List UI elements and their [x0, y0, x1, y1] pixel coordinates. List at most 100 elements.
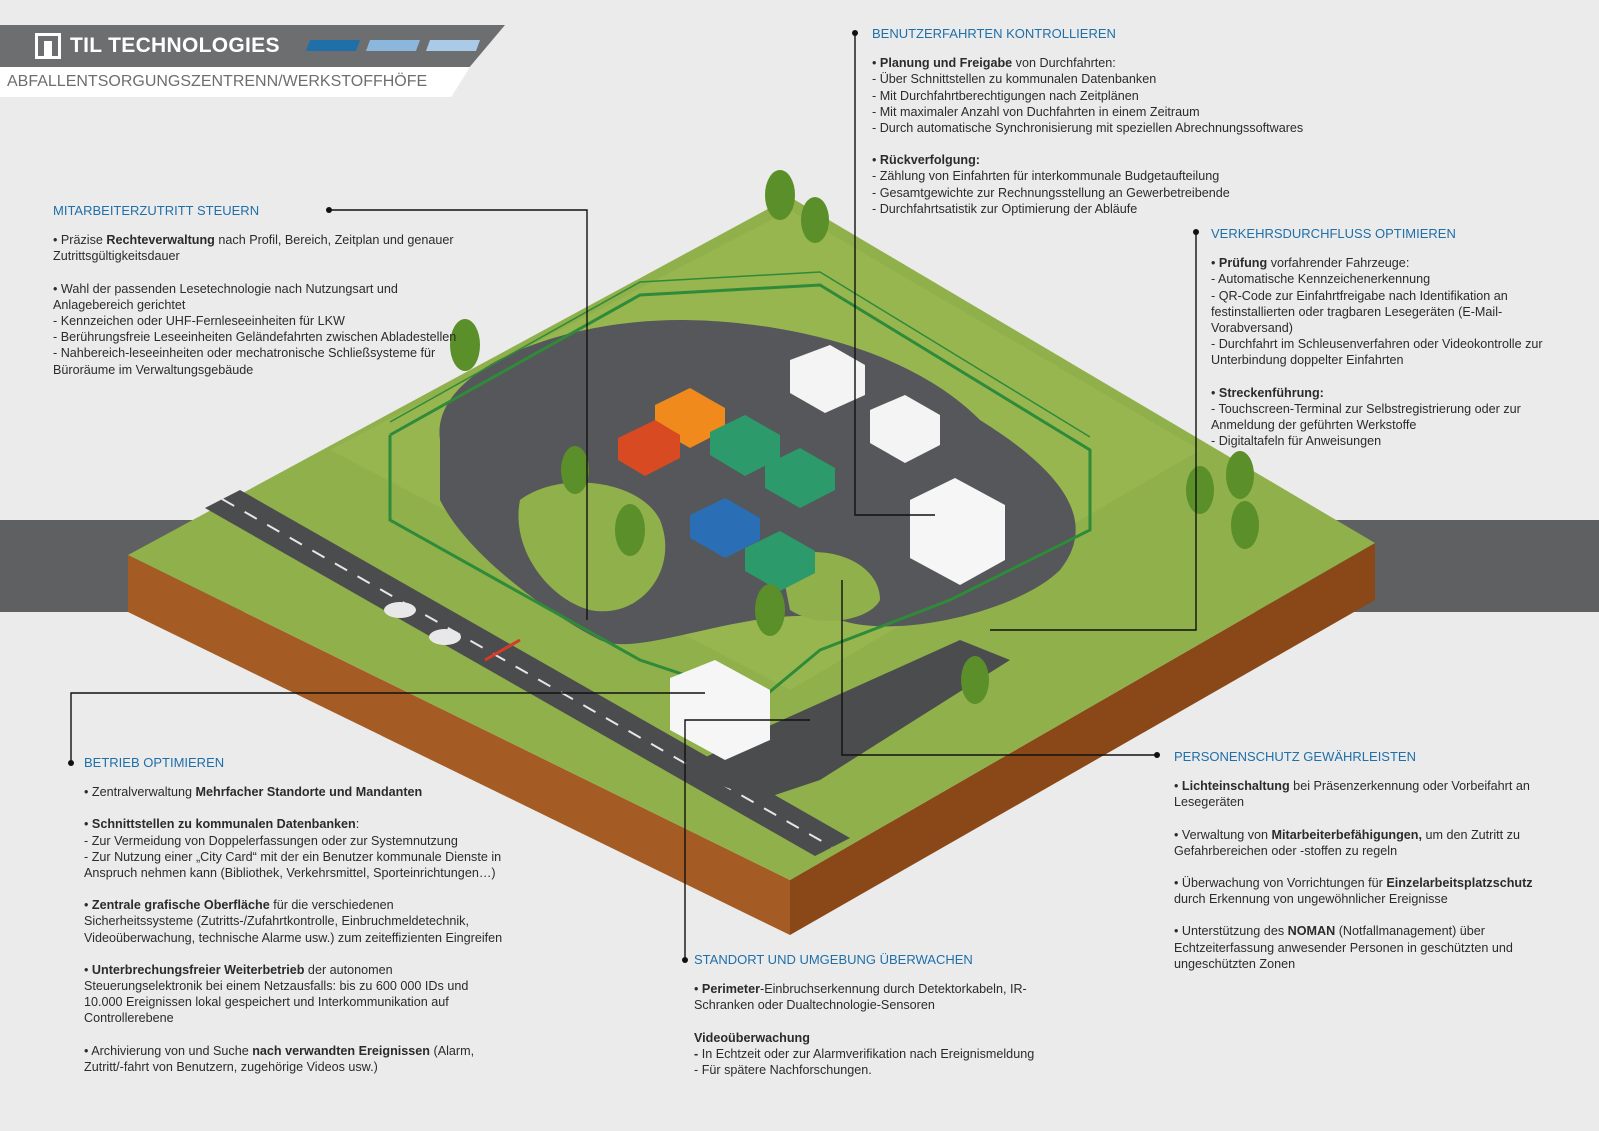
paragraph: • Überwachung von Vorrichtungen für Einz…	[1174, 875, 1539, 907]
bold-text: Lichteinschaltung	[1181, 779, 1290, 794]
paragraph: • Zentralverwaltung Mehrfacher Standorte…	[84, 784, 504, 800]
text: - Gesamtgewichte zur Rechnungsstellung a…	[872, 185, 1230, 200]
road-marking	[221, 498, 833, 848]
paragraph: • Verwaltung von Mitarbeiterbefähigungen…	[1174, 827, 1539, 859]
text: - Zur Nutzung einer „City Card“ mit der …	[84, 849, 502, 881]
paragraph: • Rückverfolgung:- Zählung von Einfahrte…	[872, 152, 1342, 217]
paragraph: Videoüberwachung- In Echtzeit oder zur A…	[694, 1030, 1064, 1079]
text: In Echtzeit oder zur Alarmverifikation n…	[698, 1046, 1035, 1061]
text: für die verschiedenen Sicherheitssysteme…	[84, 898, 503, 945]
bold-text: Rückverfolgung:	[879, 153, 980, 168]
bold-text: Zentrale grafische Oberfläche	[91, 898, 270, 913]
section-title: PERSONENSCHUTZ GEWÄHRLEISTEN	[1174, 749, 1416, 764]
text: - Automatische Kennzeichenerkennung	[1211, 272, 1431, 287]
text: - Über Schnittstellen zu kommunalen Date…	[872, 72, 1157, 87]
text: durch Erkennung von ungewöhnlicher Ereig…	[1174, 892, 1448, 907]
paragraph: • Perimeter-Einbruchserkennung durch Det…	[694, 981, 1064, 1013]
bold-text: Mehrfacher Standorte und Mandanten	[195, 785, 423, 800]
text: •	[1174, 779, 1182, 794]
section-standort: STANDORT UND UMGEBUNG ÜBERWACHEN • Perim…	[694, 952, 1064, 1094]
paragraph: • Unterbrechungsfreier Weiterbetrieb der…	[84, 962, 504, 1027]
trees	[450, 170, 1259, 704]
callout-dot-verkehr	[1193, 229, 1199, 235]
text: - Mit maximaler Anzahl von Duchfahrten i…	[872, 104, 1200, 119]
text: - Zählung von Einfahrten für interkommun…	[872, 169, 1220, 184]
text: •	[872, 153, 880, 168]
access-road	[680, 640, 1010, 800]
til-logo-icon	[35, 33, 61, 59]
paragraph: • Planung und Freigabe von Durchfahrten:…	[872, 55, 1342, 136]
text: • Archivierung von und Suche	[84, 1043, 253, 1058]
text: - Durchfahrtsatistik zur Optimierung der…	[872, 201, 1138, 216]
callout-dot-standort	[682, 957, 688, 963]
shelter-2	[870, 395, 940, 463]
text: - Durchfahrt im Schleusenverfahren oder …	[1211, 337, 1543, 368]
text: • Verwaltung von	[1174, 827, 1272, 842]
container-blue	[690, 498, 760, 558]
text: •	[694, 982, 702, 997]
paragraph: • Zentrale grafische Oberfläche für die …	[84, 897, 504, 946]
paragraph: • Unterstützung des NOMAN (Notfallmanage…	[1174, 923, 1539, 972]
container-green-2	[765, 448, 835, 508]
text: (Alarm, Zutritt/-fahrt von Benutzern, zu…	[84, 1043, 475, 1074]
bold-text: Prüfung	[1218, 256, 1268, 271]
entry-barrier	[484, 638, 521, 662]
soil-right	[790, 543, 1375, 935]
container-green-1	[710, 415, 780, 476]
bold-text: nach verwandten Ereignissen	[252, 1043, 431, 1058]
section-title: BENUTZERFAHRTEN KONTROLLIEREN	[872, 26, 1116, 41]
bold-text: Streckenführung:	[1218, 385, 1324, 400]
section-betrieb: BETRIEB OPTIMIEREN • Zentralverwaltung M…	[84, 755, 504, 1091]
text: •	[84, 898, 92, 913]
section-verkehr: VERKEHRSDURCHFLUSS OPTIMIEREN • Prüfung …	[1211, 226, 1561, 465]
brand-name: TIL TECHNOLOGIES	[70, 34, 280, 57]
text: - Kennzeichen oder UHF-Fernleseeinheiten…	[53, 314, 345, 329]
bold-text: Schnittstellen zu kommunalen Datenbanken	[91, 817, 356, 832]
paragraph: • Wahl der passenden Lesetechnologie nac…	[53, 281, 473, 378]
text: • Präzise	[53, 233, 107, 248]
bold-text: Mitarbeiterbefähigungen,	[1271, 827, 1422, 842]
text: • Zentralverwaltung	[84, 785, 196, 800]
text: - Touchscreen-Terminal zur Selbstregistr…	[1211, 401, 1521, 433]
text: •	[1211, 385, 1219, 400]
shelter-1	[790, 345, 865, 413]
text: •	[872, 56, 880, 71]
text: -Einbruchserkennung durch Detektorkabeln…	[694, 982, 1027, 1013]
page-subtitle: ABFALLENTSORGUNGSZENTRENN/WERKSTOFFHÖFE	[7, 73, 428, 90]
text: - Berührungsfreie Leseeinheiten Geländef…	[53, 330, 457, 345]
text: :	[355, 817, 360, 832]
text: • Überwachung von Vorrichtungen für	[1174, 876, 1387, 891]
text: • Unterstützung des	[1174, 924, 1288, 939]
header-bar	[0, 25, 505, 67]
red-truck	[618, 420, 680, 476]
perimeter-fence-top	[389, 271, 1091, 438]
bold-text: Rechteverwaltung	[106, 233, 215, 248]
paragraph: • Streckenführung:- Touchscreen-Terminal…	[1211, 385, 1561, 450]
container-green-3	[745, 531, 815, 591]
text: - QR-Code zur Einfahrtfreigabe nach Iden…	[1211, 288, 1508, 336]
section-benutzer: BENUTZERFAHRTEN KONTROLLIEREN • Planung …	[872, 26, 1342, 233]
text: - Für spätere Nachforschungen.	[694, 1063, 872, 1078]
section-personen: PERSONENSCHUTZ GEWÄHRLEISTEN • Lichteins…	[1174, 749, 1539, 988]
text: von Durchfahrten:	[1012, 56, 1116, 71]
bold-text: Planung und Freigabe	[879, 56, 1013, 71]
text: der autonomen Steuerungselektronik bei e…	[84, 962, 469, 1026]
car-2	[429, 629, 461, 645]
office-building	[910, 478, 1005, 585]
bold-text: Unterbrechungsfreier Weiterbetrieb	[91, 962, 305, 977]
text: - Mit Durchfahrtberechtigungen nach Zeit…	[872, 88, 1139, 103]
text: um den Zutritt zu Gefahrbereichen oder -…	[1174, 827, 1520, 858]
section-title: MITARBEITERZUTRITT STEUERN	[53, 203, 260, 218]
text: • Wahl der passenden Lesetechnologie nac…	[53, 281, 398, 312]
paragraph: • Archivierung von und Suche nach verwan…	[84, 1043, 504, 1075]
subtitle-bar	[0, 67, 470, 97]
callout-dot-personen	[1154, 752, 1160, 758]
bold-text: Perimeter	[701, 982, 761, 997]
text: vorfahrender Fahrzeuge:	[1267, 256, 1410, 271]
bold-text: -	[694, 1046, 699, 1061]
paragraph: • Präzise Rechteverwaltung nach Profil, …	[53, 232, 473, 264]
callout-dot-betrieb	[68, 760, 74, 766]
text: (Notfallmanagement) über Echtzeiterfassu…	[1174, 924, 1513, 971]
stripe-light-1	[365, 40, 421, 51]
